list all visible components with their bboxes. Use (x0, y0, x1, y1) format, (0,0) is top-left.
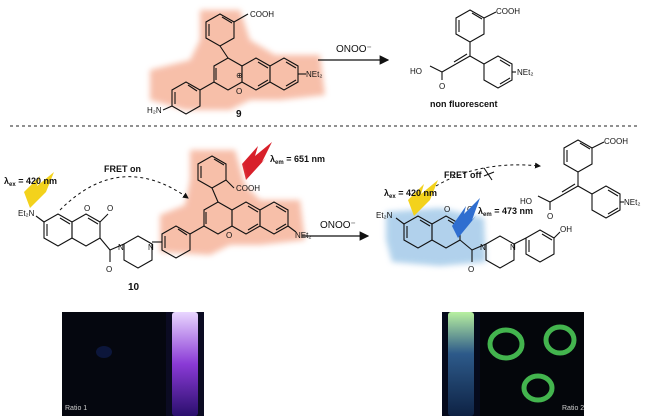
excitation-left: λex = 420 nm (4, 176, 57, 188)
red-lightning-bolt (242, 142, 272, 180)
product-amide-o: O (468, 265, 474, 274)
compound-10-xanthene (152, 155, 297, 259)
compound-10-coumarin-o2: O (107, 204, 113, 213)
product-bottom-o: O (547, 212, 553, 221)
emission-right: λem = 473 nm (478, 206, 533, 218)
photo-cells-ratio1-spot (96, 346, 112, 358)
compound-9-label: 9 (236, 109, 242, 120)
product-oh: OH (560, 225, 572, 234)
compound-10-et2n: Et₂N (18, 209, 35, 218)
photo-tube-left (172, 312, 198, 416)
compound-10-label: 10 (128, 282, 140, 293)
bottom-reagent: ONOO⁻ (320, 220, 356, 231)
compound-9-o: O (236, 87, 242, 96)
green-cell-1 (487, 327, 525, 361)
compound-9-structure (162, 13, 306, 115)
compound-10-n1: N (118, 243, 124, 252)
product-top-ho: HO (410, 67, 422, 76)
product-top-net2: NEt₂ (517, 68, 533, 77)
photo-tube-right (448, 312, 474, 416)
product-bottom-ho: HO (520, 197, 532, 206)
compound-10-glow (160, 150, 305, 255)
product-top-label: non fluorescent (430, 99, 498, 109)
fret-on-arc (59, 176, 189, 211)
compound-10-n2: N (148, 243, 154, 252)
product-bottom-net2: NEt₂ (624, 198, 640, 207)
compound-10-cooh: COOH (236, 184, 260, 193)
compound-9-net2: NEt₂ (306, 70, 322, 79)
ratio2-label: Ratio 2 (562, 405, 585, 412)
green-cell-2 (543, 324, 577, 356)
product-structure-bottom (537, 139, 624, 219)
product-coumarin-right (395, 215, 561, 269)
compound-10-coumarin-o: O (84, 204, 90, 213)
compound-9-glow (150, 10, 325, 110)
fret-off-label: FRET off (444, 170, 482, 180)
green-cell-3 (521, 373, 555, 403)
compound-10-amide-o: O (106, 265, 112, 274)
product-et2n: Et₂N (376, 211, 393, 220)
fret-off-cross-2 (483, 171, 495, 177)
excitation-right: λex = 420 nm (384, 188, 437, 200)
compound-9-plus: ⊕ (236, 71, 243, 80)
product-top-o: O (439, 82, 445, 91)
blue-lightning-bolt (452, 198, 480, 238)
yellow-lightning-bolt-right (408, 180, 438, 216)
product-bottom-cooh: COOH (604, 137, 628, 146)
compound-10-o: O (226, 231, 232, 240)
fret-on-label: FRET on (104, 164, 141, 174)
product-structure-top (429, 9, 516, 89)
yellow-lightning-bolt-left (24, 172, 54, 208)
ratio1-label: Ratio 1 (65, 405, 88, 412)
product-top-cooh: COOH (496, 7, 520, 16)
compound-9-h2n: H₂N (147, 106, 162, 115)
compound-9-cooh: COOH (250, 10, 274, 19)
compound-10-coumarin (35, 213, 153, 269)
product-n2: N (510, 243, 516, 252)
top-reagent: ONOO⁻ (336, 44, 372, 55)
product-n1: N (480, 243, 486, 252)
photo-cells-ratio1 (62, 312, 166, 416)
product-coumarin-o: O (444, 205, 450, 214)
emission-left: λem = 651 nm (270, 154, 325, 166)
